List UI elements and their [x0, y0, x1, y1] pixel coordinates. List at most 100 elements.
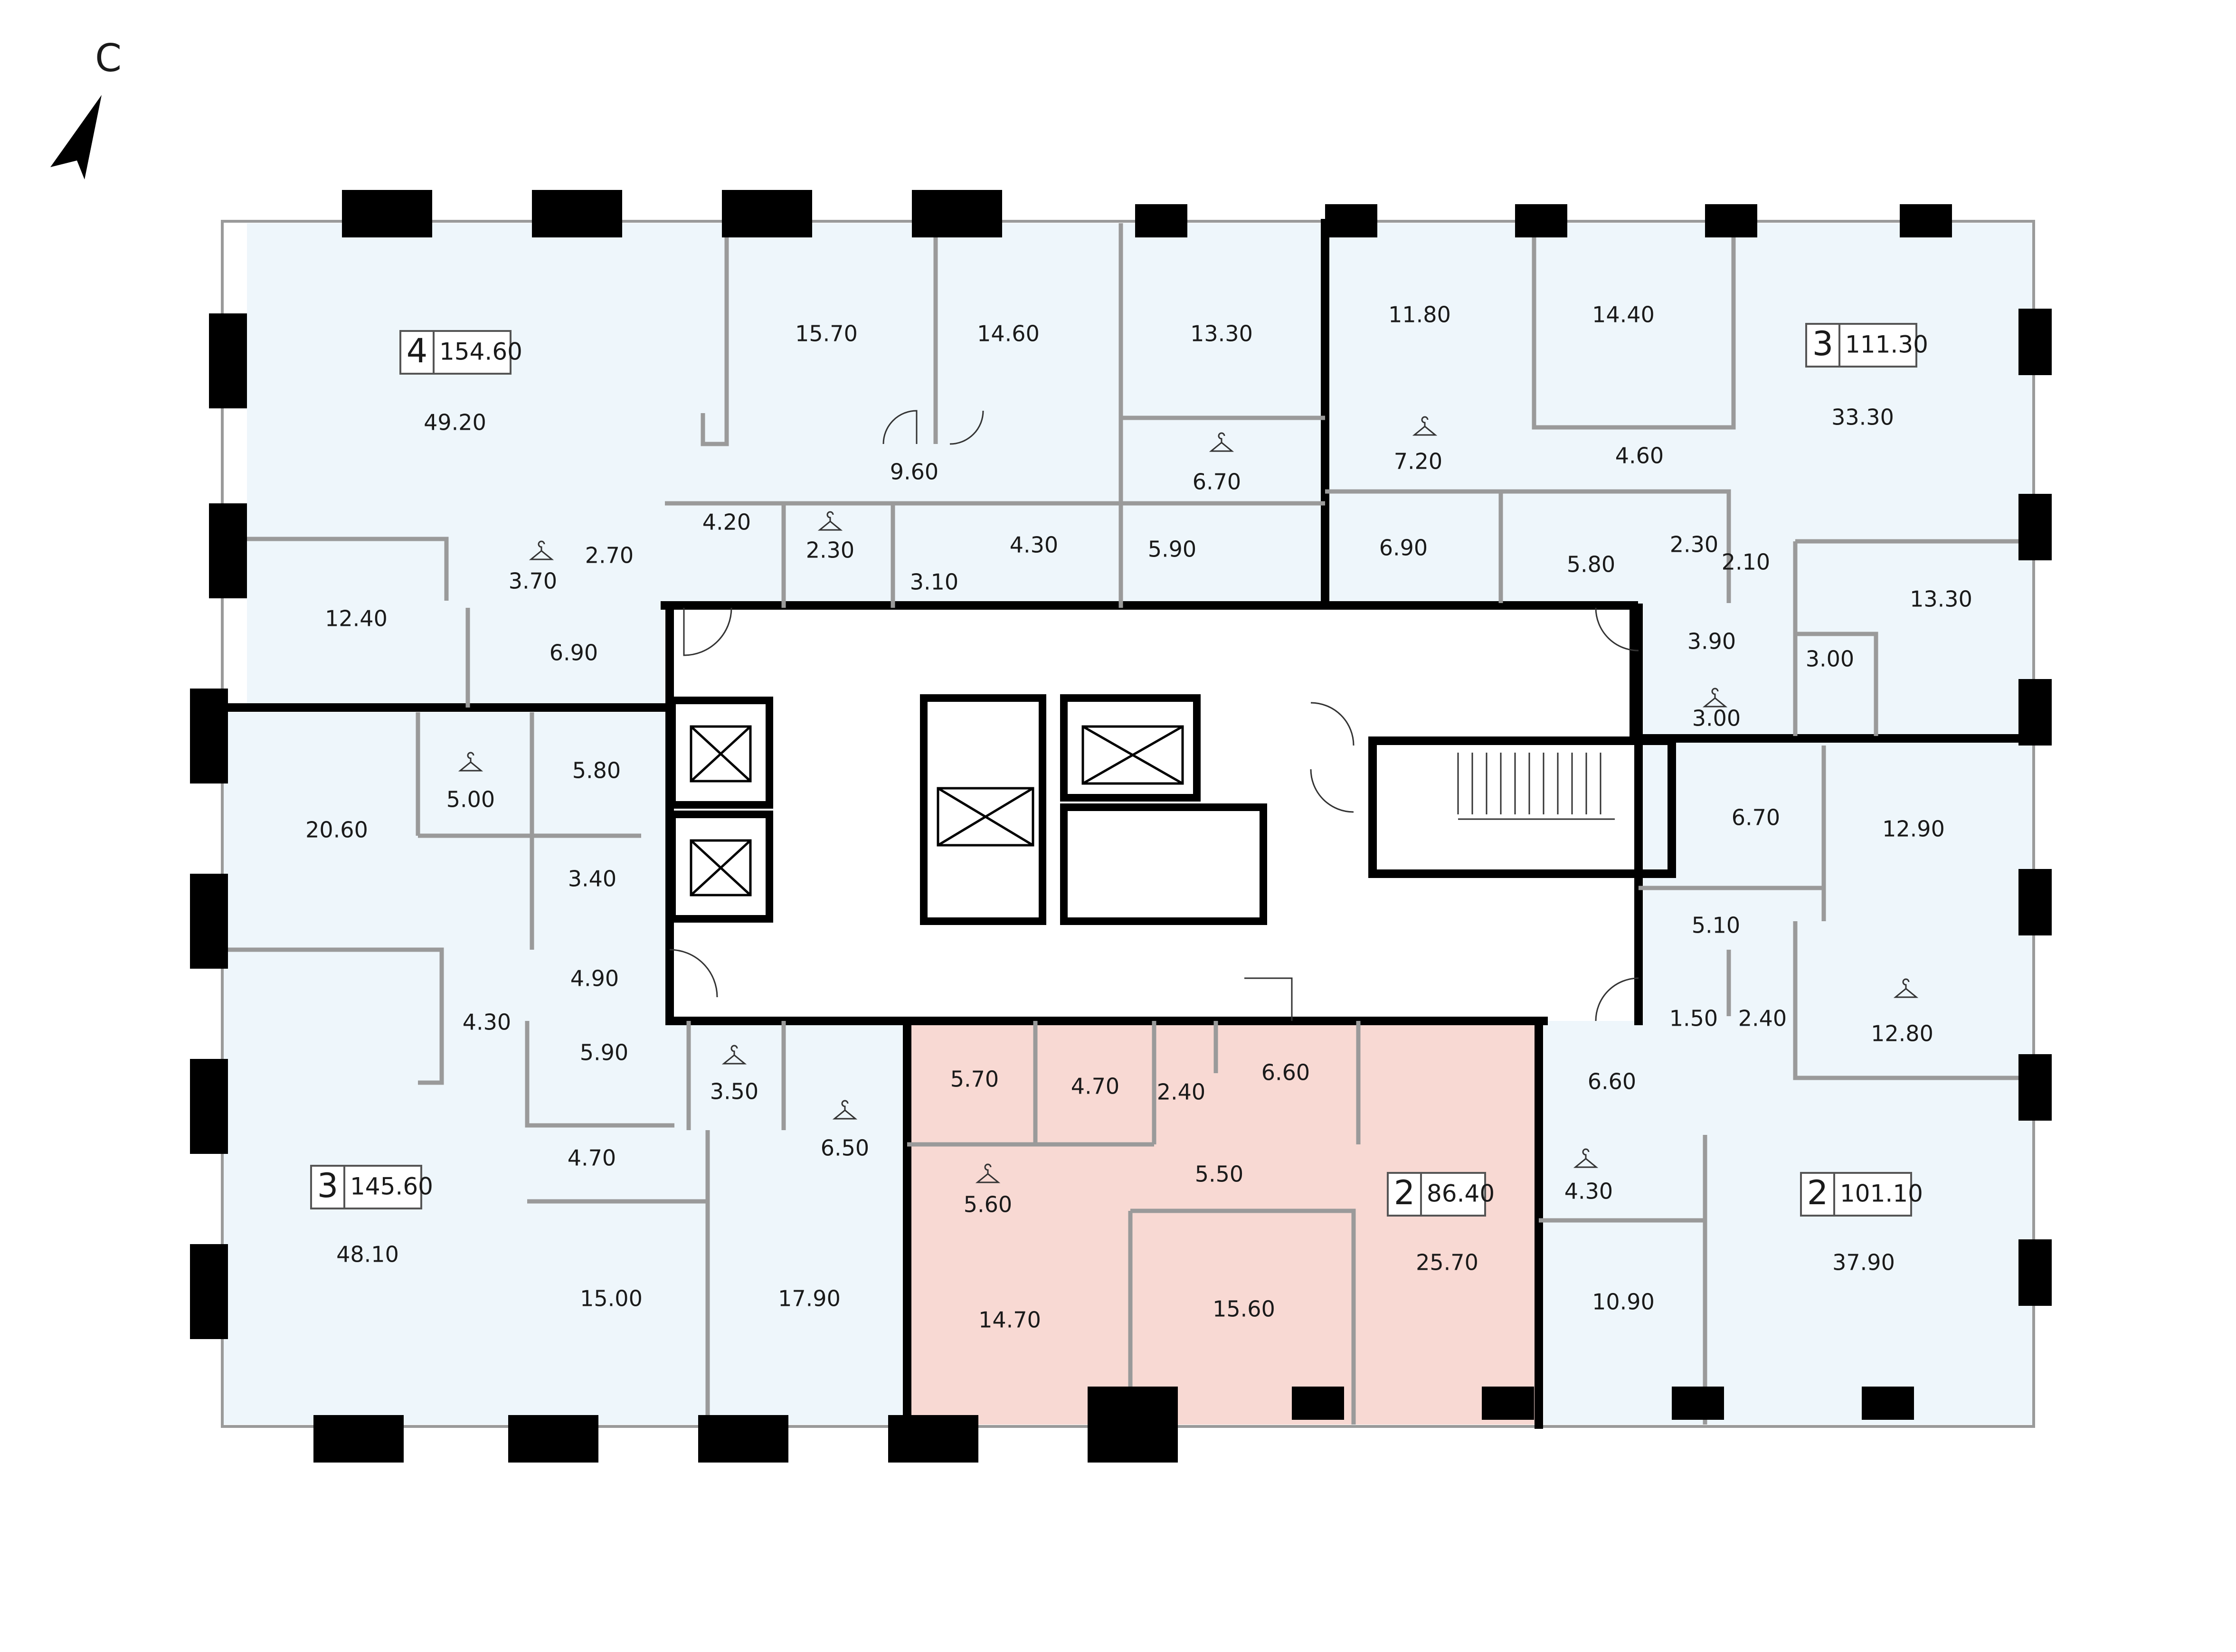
room-area: 5.50 — [1195, 1161, 1243, 1187]
hanger-icon — [458, 752, 483, 772]
room-area: 2.70 — [585, 543, 634, 568]
room-area: 6.90 — [1379, 535, 1428, 561]
apartment-area: 101.10 — [1840, 1180, 1923, 1208]
hanger-icon — [817, 511, 843, 531]
room-area: 6.60 — [1588, 1069, 1636, 1095]
room-area: 5.00 — [446, 787, 495, 812]
apartment-rooms: 4 — [407, 331, 428, 370]
room-area: 48.10 — [336, 1242, 399, 1267]
room-area: 15.00 — [580, 1286, 643, 1312]
room-area: 5.60 — [964, 1192, 1012, 1218]
apartment-2-highlighted-fill — [907, 1021, 1539, 1425]
room-area: 4.90 — [570, 966, 619, 991]
hanger-icon — [975, 1163, 1001, 1183]
room-area: 5.10 — [1692, 913, 1740, 938]
room-area: 3.40 — [568, 866, 616, 892]
partitions — [223, 223, 2033, 1425]
room-area: 33.30 — [1831, 405, 1894, 430]
shaft-block — [1060, 803, 1267, 925]
hanger-icon — [721, 1045, 747, 1065]
door-swings — [669, 410, 1639, 1021]
exterior-walls — [219, 219, 2037, 1429]
core-elements — [668, 694, 1676, 925]
room-area: 4.70 — [568, 1145, 616, 1171]
room-area: 12.40 — [325, 606, 388, 632]
hanger-icon — [1702, 688, 1728, 708]
apartment-fills — [223, 223, 2033, 1425]
room-area: 9.60 — [890, 459, 938, 485]
room-area: 4.70 — [1071, 1074, 1119, 1099]
room-area: 7.20 — [1394, 449, 1442, 474]
north-label: С — [95, 36, 122, 80]
room-area: 15.60 — [1213, 1296, 1275, 1322]
north-arrow-icon — [50, 95, 102, 179]
apartment-area: 154.60 — [439, 338, 522, 366]
room-area: 12.90 — [1882, 816, 1945, 842]
room-area: 13.30 — [1910, 586, 1972, 612]
room-area: 14.40 — [1592, 302, 1655, 328]
room-area: 6.70 — [1732, 805, 1780, 831]
apartment-rooms: 2 — [1807, 1173, 1829, 1212]
hanger-icon — [529, 540, 554, 560]
room-area: 3.10 — [910, 569, 958, 595]
apartment-badge-3-left: 3 145.60 — [310, 1165, 433, 1209]
apartment-area: 111.30 — [1845, 331, 1928, 359]
room-area: 5.90 — [1148, 537, 1196, 562]
hanger-icon — [1412, 416, 1438, 436]
room-area: 4.30 — [1564, 1179, 1613, 1204]
apartment-badge-4: 4 154.60 — [399, 330, 522, 375]
room-area: 5.90 — [580, 1040, 628, 1066]
room-area: 3.50 — [710, 1079, 758, 1104]
stairwell — [1368, 736, 1676, 878]
room-area: 5.80 — [572, 758, 621, 784]
apartment-area: 86.40 — [1427, 1180, 1495, 1208]
apartment-badge-2-right: 2 101.10 — [1800, 1172, 1923, 1217]
room-area: 6.70 — [1193, 469, 1241, 495]
elevator-2 — [668, 811, 773, 923]
room-area: 2.10 — [1722, 549, 1770, 575]
room-area: 4.60 — [1615, 443, 1664, 469]
apartment-area: 145.60 — [350, 1173, 433, 1200]
hanger-icon — [832, 1100, 858, 1120]
room-area: 6.50 — [821, 1135, 869, 1161]
room-area: 2.30 — [1670, 532, 1718, 557]
wardrobe-icons — [458, 416, 1919, 1183]
hanger-icon — [1893, 978, 1919, 998]
room-area: 3.90 — [1687, 629, 1736, 654]
room-area: 13.30 — [1190, 321, 1253, 347]
apartment-rooms: 3 — [1812, 324, 1834, 363]
room-area: 25.70 — [1416, 1250, 1478, 1275]
elevator-1 — [668, 697, 773, 809]
room-area: 4.30 — [463, 1010, 511, 1035]
apartment-4-lower-fill — [665, 223, 1325, 603]
room-area: 6.90 — [550, 640, 598, 666]
apartment-badge-3-top: 3 111.30 — [1805, 323, 1928, 368]
elevator-cross-icons — [690, 725, 1184, 897]
room-area: 11.80 — [1388, 302, 1451, 328]
room-area: 4.30 — [1010, 532, 1058, 558]
room-area: 4.20 — [702, 510, 751, 535]
room-area: 3.00 — [1692, 706, 1741, 731]
room-area: 20.60 — [305, 817, 368, 843]
building-core — [670, 608, 1643, 1021]
room-area: 5.80 — [1567, 552, 1615, 577]
room-area: 37.90 — [1832, 1250, 1895, 1275]
apartment-4-fill — [247, 223, 665, 708]
room-area: 6.60 — [1261, 1060, 1310, 1086]
stair-steps — [1457, 753, 1615, 820]
room-area: 14.70 — [978, 1307, 1041, 1333]
room-area: 3.70 — [509, 568, 557, 594]
room-area: 12.80 — [1871, 1021, 1933, 1047]
room-area: 17.90 — [778, 1286, 841, 1312]
apartment-badge-2-highlighted: 2 86.40 — [1387, 1172, 1495, 1217]
hanger-icon — [1573, 1148, 1599, 1168]
window-columns — [190, 190, 2052, 1463]
room-area-labels: 49.20 15.70 14.60 13.30 9.60 6.70 4.20 3… — [305, 302, 1972, 1333]
room-area: 49.20 — [424, 410, 486, 435]
north-arrow: С — [50, 36, 122, 179]
room-area: 2.30 — [806, 538, 854, 563]
room-area: 1.50 — [1669, 1006, 1718, 1031]
room-area: 15.70 — [795, 321, 858, 347]
room-area: 5.70 — [950, 1067, 999, 1092]
room-area: 2.40 — [1738, 1006, 1787, 1031]
